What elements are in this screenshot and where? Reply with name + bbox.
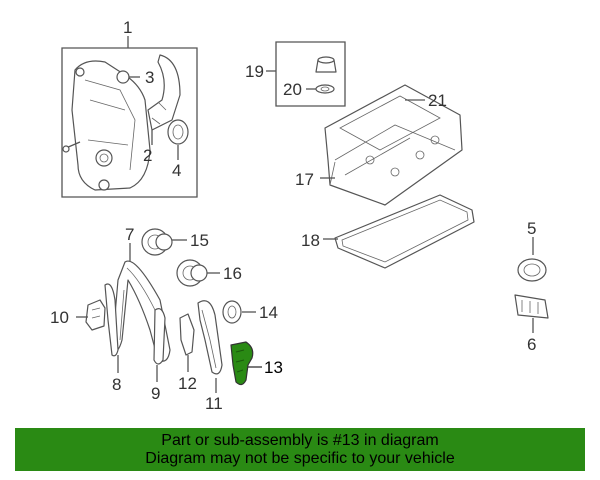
- front-seal-and-bracket: [514, 237, 549, 333]
- label-2: 2: [143, 146, 152, 165]
- chain-tensioner-10: [76, 299, 106, 331]
- idler-14: [222, 300, 256, 324]
- label-8: 8: [112, 375, 121, 394]
- label-20: 20: [283, 80, 302, 99]
- label-7: 7: [125, 225, 134, 244]
- label-18: 18: [301, 231, 320, 250]
- label-17: 17: [295, 170, 314, 189]
- label-19: 19: [245, 62, 264, 81]
- label-3: 3: [145, 68, 154, 87]
- camshaft-sprocket-15: [141, 228, 187, 256]
- label-13: 13: [264, 358, 283, 377]
- banner-line-1: Part or sub-assembly is #13 in diagram: [161, 431, 439, 449]
- label-21: 21: [428, 91, 447, 110]
- parts-diagram: 1 2 3 4 5 6 7 8 9 10 11 12 13 14 15 16 1…: [50, 18, 549, 413]
- label-9: 9: [151, 384, 160, 403]
- banner-line-2: Diagram may not be specific to your vehi…: [145, 449, 455, 467]
- valve-cover: [320, 84, 463, 206]
- timing-cover-group: [61, 36, 198, 198]
- chain-guide-9: [153, 308, 166, 382]
- label-1: 1: [123, 18, 132, 37]
- label-4: 4: [172, 161, 181, 180]
- chain-guide-13-highlighted: [230, 341, 262, 386]
- valve-cover-gasket: [323, 194, 475, 269]
- label-16: 16: [223, 264, 242, 283]
- label-14: 14: [259, 303, 278, 322]
- label-10: 10: [50, 308, 69, 327]
- label-5: 5: [527, 219, 536, 238]
- oil-cap-group: [266, 41, 346, 107]
- timing-chain-11: [197, 300, 223, 393]
- label-6: 6: [527, 335, 536, 354]
- label-11: 11: [205, 394, 223, 413]
- camshaft-sprocket-16: [176, 259, 220, 287]
- chain-guide-8: [104, 283, 119, 373]
- label-12: 12: [178, 374, 197, 393]
- chain-guide-12: [179, 313, 195, 372]
- info-banner: Part or sub-assembly is #13 in diagram D…: [15, 428, 585, 471]
- label-15: 15: [190, 231, 209, 250]
